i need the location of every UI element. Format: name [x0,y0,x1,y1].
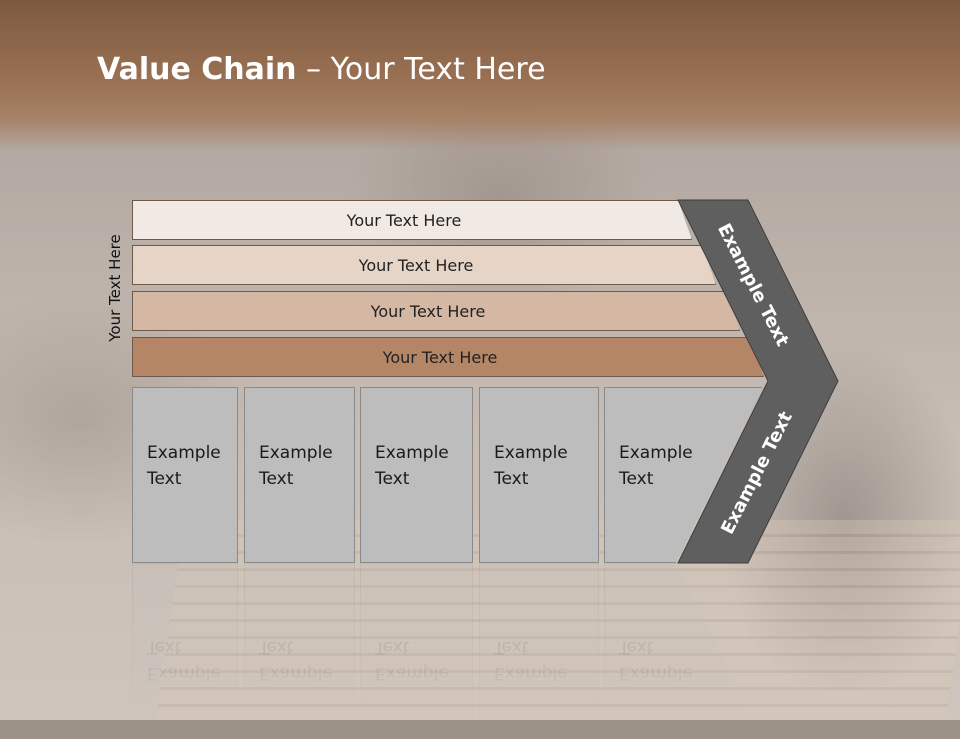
arrow-chevron [677,199,839,564]
slide-title: Value Chain – Your Text Here [97,52,546,87]
primary-block-line1: Example [375,443,449,463]
support-bar-1: Your Text Here [132,200,692,240]
reflection-line1: Example [259,663,333,683]
reflection-line1: Example [619,663,693,683]
primary-block-3: Example Text [360,387,473,563]
primary-block-line1: Example [619,443,693,463]
primary-block-4: Example Text [479,387,599,563]
support-bar-4: Your Text Here [132,337,764,377]
reflection-block-1: Example Text [132,563,238,739]
support-bar-label: Your Text Here [346,210,462,230]
primary-block-line2: Text [147,469,182,489]
support-bar-3: Your Text Here [132,291,740,331]
support-bar-2: Your Text Here [132,245,716,285]
reflection-block-4: Example Text [479,563,599,739]
slide-title-bold: Value Chain [97,52,297,87]
primary-block-line2: Text [619,469,654,489]
reflection-line2: Text [619,637,654,657]
reflection-block-3: Example Text [360,563,473,739]
primary-block-line1: Example [494,443,568,463]
primary-block-2: Example Text [244,387,355,563]
support-bar-label: Your Text Here [382,347,498,367]
reflection-line2: Text [147,637,182,657]
slide-title-rest: – Your Text Here [296,52,546,87]
primary-block-line2: Text [259,469,294,489]
reflection-line1: Example [147,663,221,683]
reflection-line2: Text [259,637,294,657]
title-band [0,0,960,150]
reflection-line2: Text [494,637,529,657]
support-bar-label: Your Text Here [358,255,474,275]
support-bar-label: Your Text Here [370,301,486,321]
primary-block-line2: Text [375,469,410,489]
reflection-block-2: Example Text [244,563,355,739]
primary-block-1: Example Text [132,387,238,563]
primary-block-line1: Example [147,443,221,463]
reflection-line1: Example [375,663,449,683]
reflection-block-5: Example Text [604,563,762,739]
primary-block-line2: Text [494,469,529,489]
blocks-reflection: Example Text Example Text Example Text E… [0,563,960,739]
value-chain-arrow [677,199,839,564]
primary-block-line1: Example [259,443,333,463]
reflection-line2: Text [375,637,410,657]
reflection-line1: Example [494,663,568,683]
